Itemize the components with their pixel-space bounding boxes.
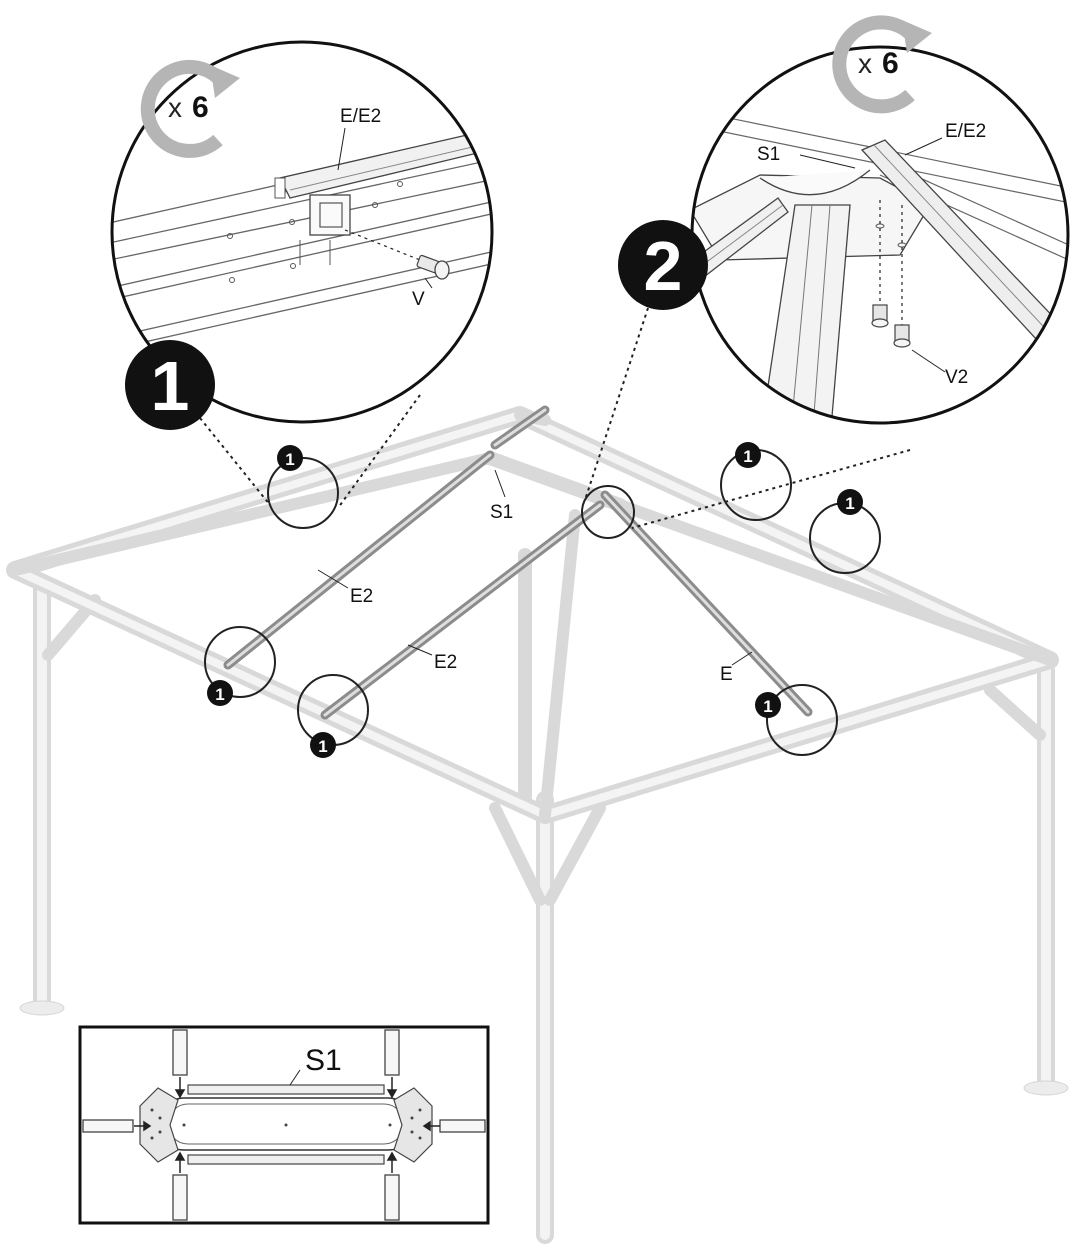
svg-text:1: 1	[763, 697, 772, 716]
step1-markers: 1 1 1 1 1 1	[207, 442, 863, 758]
rotate-icon	[140, 59, 240, 158]
label-v2: V2	[945, 367, 968, 388]
svg-text:1: 1	[318, 737, 327, 756]
step-2-badge: 2	[618, 220, 708, 310]
label-s1-inset: S1	[305, 1044, 342, 1077]
repeat-count-2: 6	[882, 47, 899, 80]
label-e2-left: E2	[350, 586, 373, 607]
marker-1-d: 1	[207, 680, 233, 706]
screw-v2-icon	[871, 304, 911, 348]
marker-1-b: 1	[735, 442, 761, 468]
rafters	[223, 405, 813, 720]
detail-2: 2 x 6 S1 E/E2 V2	[618, 15, 1070, 425]
marker-1-e: 1	[310, 732, 336, 758]
inset-arrows	[134, 1077, 440, 1173]
times-symbol-2: x	[858, 48, 872, 79]
label-leaders	[317, 469, 753, 666]
label-e-e2-detail-2: E/E2	[945, 121, 986, 142]
screw-v-icon	[416, 254, 450, 280]
detail-1-drawing	[112, 127, 492, 353]
gazebo-hips	[9, 409, 1056, 821]
gazebo-frame	[6, 406, 1069, 1244]
marker-1-c: 1	[837, 489, 863, 515]
label-s1: S1	[490, 502, 513, 523]
s1-inset: S1	[78, 1025, 490, 1225]
label-e2-center: E2	[434, 652, 457, 673]
label-v: V	[412, 289, 425, 310]
detail-1: 1 x 6 E/E2 V	[110, 40, 494, 430]
svg-text:1: 1	[151, 347, 190, 425]
label-e-e2-detail-1: E/E2	[340, 106, 381, 127]
repeat-count-1: 6	[192, 91, 209, 124]
svg-text:1: 1	[845, 494, 854, 513]
marker-1-f: 1	[755, 692, 781, 718]
svg-text:2: 2	[644, 227, 683, 305]
label-e: E	[720, 664, 733, 685]
svg-text:1: 1	[743, 447, 752, 466]
step-1-badge: 1	[125, 340, 215, 430]
marker-1-a: 1	[277, 445, 303, 471]
times-symbol-1: x	[168, 92, 182, 123]
label-s1-detail-2: S1	[757, 144, 780, 165]
svg-text:1: 1	[285, 450, 294, 469]
svg-text:1: 1	[215, 685, 224, 704]
callout-lines	[199, 307, 911, 529]
rotate-icon	[832, 15, 932, 114]
